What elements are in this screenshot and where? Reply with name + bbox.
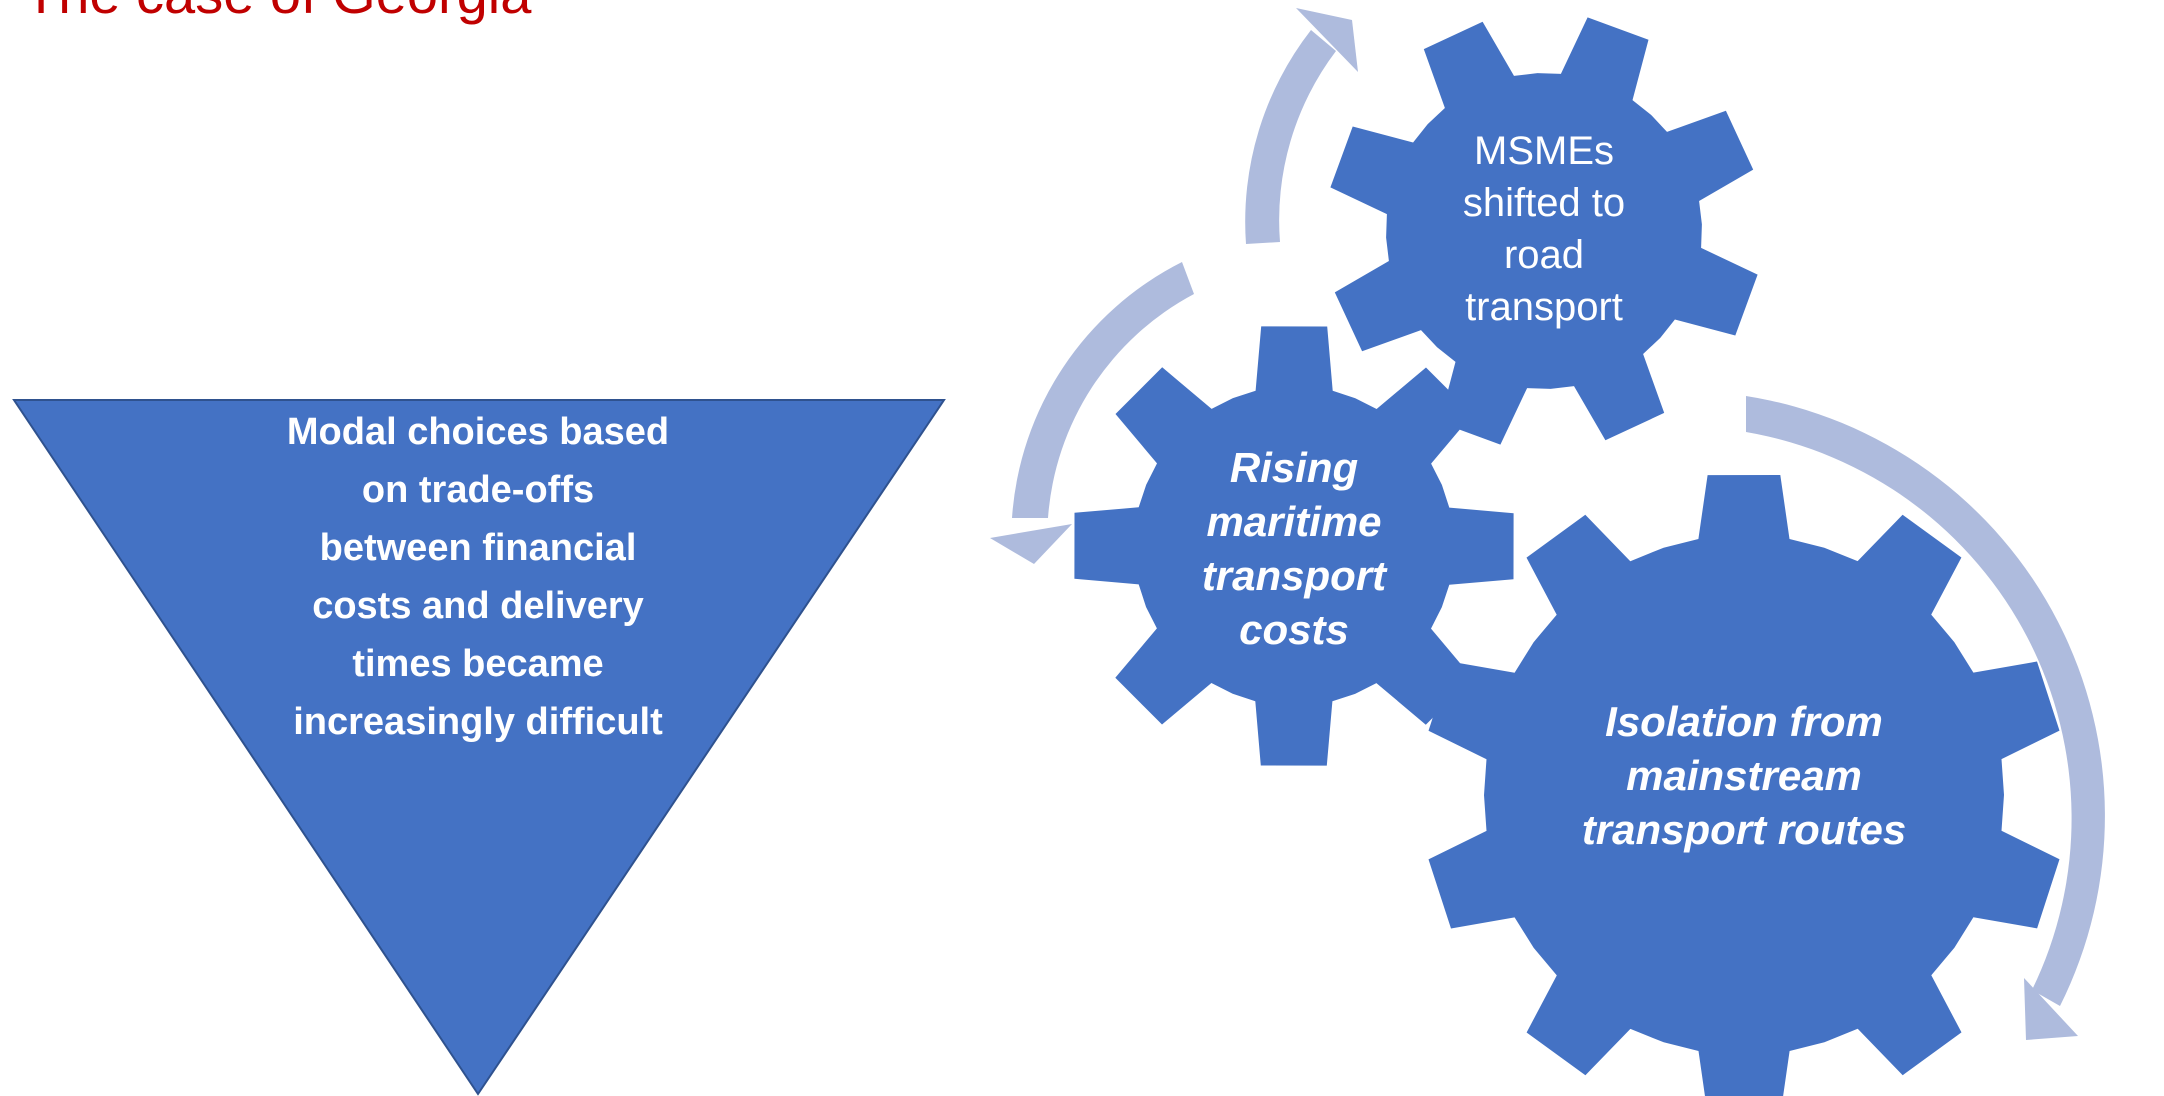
gear-isolation-line: mainstream: [1626, 752, 1862, 799]
right-arc-arrow: [1746, 396, 2105, 1040]
gear-maritime-shape: [1074, 326, 1514, 766]
gear-msmes-line: transport: [1465, 285, 1623, 329]
gear-maritime-line: maritime: [1206, 498, 1381, 545]
funnel-line: between financial: [320, 527, 637, 569]
gear-msmes: MSMEs shifted to road transport: [1330, 17, 1758, 445]
gear-maritime: Rising maritime transport costs: [1074, 326, 1514, 766]
slide-title: The case of Georgia: [24, 0, 531, 22]
funnel-label: Modal choices based on trade-offs betwee…: [287, 411, 669, 743]
left-arc-body: [1012, 262, 1194, 518]
right-arc-head: [2024, 978, 2078, 1040]
top-arc-head: [1296, 8, 1358, 72]
gear-msmes-line: shifted to: [1463, 181, 1625, 225]
funnel-line: Modal choices based: [287, 411, 669, 453]
gear-msmes-shape: [1330, 17, 1758, 445]
gear-msmes-line: MSMEs: [1474, 129, 1614, 173]
funnel-line: on trade-offs: [362, 469, 594, 511]
gear-isolation: Isolation from mainstream transport rout…: [1428, 475, 2060, 1096]
funnel-line: increasingly difficult: [293, 701, 663, 743]
top-arc-body: [1245, 30, 1336, 244]
gear-isolation-shape: [1428, 475, 2060, 1096]
gear-maritime-line: costs: [1239, 606, 1349, 653]
left-arc-head: [990, 524, 1072, 564]
gear-isolation-line: transport routes: [1582, 806, 1906, 853]
gear-maritime-line: Rising: [1230, 444, 1358, 491]
gear-maritime-line: transport: [1202, 552, 1388, 599]
top-arc-arrow: [1245, 8, 1358, 244]
funnel-line: times became: [352, 643, 603, 685]
left-arc-arrow: [990, 262, 1194, 564]
gear-msmes-line: road: [1504, 233, 1584, 277]
right-arc-body: [1746, 396, 2105, 1006]
funnel-triangle: [12, 399, 946, 1096]
funnel-line: costs and delivery: [312, 585, 644, 627]
gear-isolation-line: Isolation from: [1605, 698, 1883, 745]
